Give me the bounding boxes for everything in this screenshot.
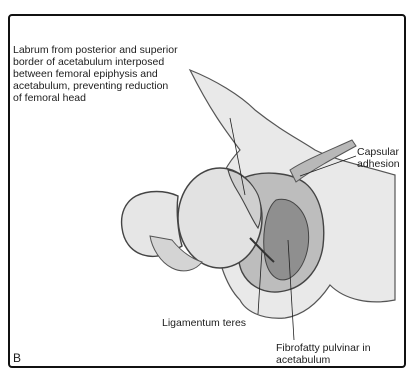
label-labrum: Labrum from posterior and superior borde… — [13, 44, 243, 104]
label-fibrofatty: Fibrofatty pulvinar in acetabulum — [276, 342, 406, 366]
label-ligamentum-teres: Ligamentum teres — [162, 317, 246, 329]
panel-letter: B — [13, 352, 21, 364]
label-capsular-adhesion: Capsular adhesion — [357, 146, 410, 170]
